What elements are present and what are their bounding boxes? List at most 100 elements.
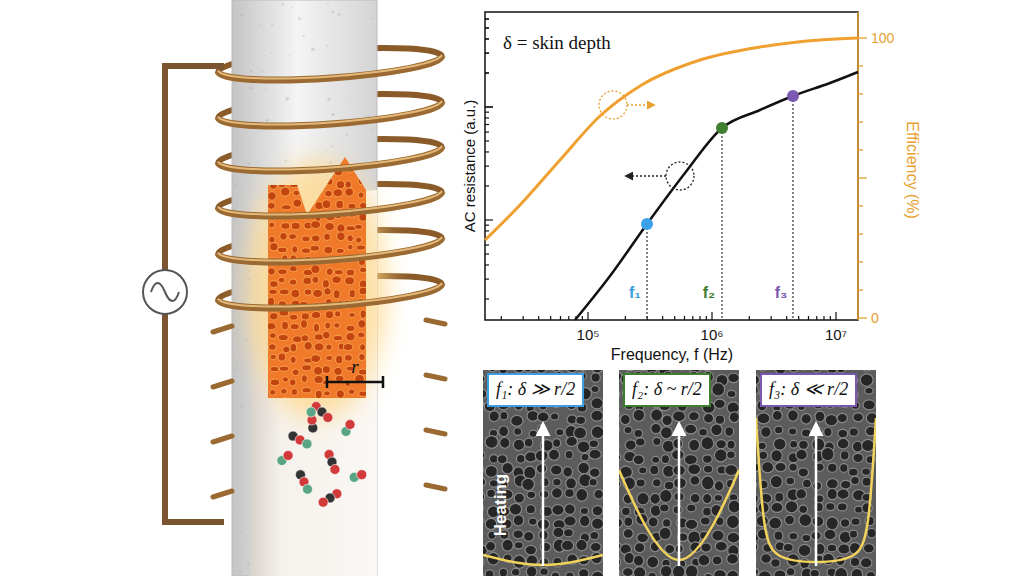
foam-pore — [346, 269, 354, 276]
foam-pore — [826, 503, 835, 511]
foam-pore — [796, 489, 807, 499]
foam-pore — [259, 292, 268, 297]
foam-pore — [634, 543, 645, 553]
foam-pore — [292, 157, 302, 166]
foam-pore — [619, 518, 623, 528]
foam-pore — [278, 247, 288, 252]
foam-pore — [823, 553, 835, 565]
foam-pore — [783, 543, 793, 551]
foam-pore — [556, 429, 564, 436]
foam-pore — [787, 410, 798, 421]
coil-turn — [218, 146, 443, 177]
foam-pore — [291, 388, 298, 395]
foam-pore — [651, 423, 661, 433]
foam-pore — [359, 353, 366, 360]
foam-pore — [728, 500, 739, 513]
foam-pore — [756, 494, 758, 504]
foam-pore — [270, 313, 278, 320]
foam-pore — [269, 289, 277, 294]
foam-pore — [313, 323, 319, 332]
foam-pore — [651, 409, 663, 421]
foam-pore — [355, 224, 363, 229]
foam-pore — [553, 478, 562, 486]
foam-pore — [483, 557, 484, 568]
foam-pore — [756, 437, 757, 449]
foam-pore — [591, 410, 603, 421]
foam-pore — [345, 277, 355, 285]
foam-pore — [590, 531, 599, 539]
foam-pore — [267, 146, 274, 153]
axis-pointer-circle — [666, 162, 694, 190]
foam-pore — [850, 557, 859, 566]
foam-pore — [359, 287, 367, 295]
tube-texture — [349, 99, 351, 101]
y-tick — [485, 72, 489, 73]
foam-pore — [798, 468, 808, 477]
frequency-condition: f₂: δ ~ r/2 — [632, 380, 702, 400]
efficiency-tick — [858, 177, 867, 178]
foam-pore — [278, 269, 287, 275]
foam-pore — [302, 178, 311, 185]
foam-pore — [514, 493, 524, 503]
foam-pore — [863, 400, 875, 410]
foam-pore — [725, 427, 734, 437]
gas-molecule — [288, 431, 312, 449]
foam-pore — [550, 413, 558, 420]
gas-molecule — [324, 450, 340, 475]
foam-pore — [635, 438, 645, 446]
foam-pore — [650, 493, 661, 504]
foam-pore — [796, 449, 807, 460]
foam-pore — [826, 479, 838, 489]
foam-pore — [813, 370, 821, 372]
frequency-marker: f₂ — [703, 285, 715, 301]
foam-pore — [336, 200, 344, 209]
foam-pore — [687, 504, 696, 512]
foam-pore — [483, 374, 485, 383]
foam-pore — [313, 157, 320, 165]
heating-arrow — [678, 424, 681, 566]
foam-pore — [346, 333, 355, 341]
foam-pore — [661, 455, 669, 464]
atom — [323, 412, 333, 422]
coil-stub — [426, 320, 445, 324]
ac-source — [143, 270, 187, 314]
tube-texture — [364, 180, 365, 181]
coil-turn — [218, 191, 443, 222]
foam-pore — [485, 436, 498, 449]
atom — [330, 464, 340, 474]
foam-pore — [271, 157, 279, 165]
foam-pore — [849, 428, 858, 437]
foam-pore — [335, 311, 341, 317]
foam-pore — [281, 398, 288, 407]
foam-pore — [592, 506, 603, 516]
foam-pore — [714, 570, 726, 576]
y-tick — [485, 18, 489, 19]
foam-pore — [624, 426, 632, 433]
foam-pore — [727, 451, 736, 459]
foam-pore — [259, 389, 267, 396]
chart — [485, 12, 867, 320]
foam-pore — [483, 516, 484, 524]
foam-pore — [801, 429, 811, 437]
foam-pore — [326, 355, 333, 360]
foam-pore — [536, 464, 546, 474]
coil-stub — [213, 381, 232, 387]
foam-pore — [849, 468, 859, 476]
tube-texture — [270, 52, 272, 54]
foam-pore — [810, 569, 819, 576]
hot-foam-pores — [255, 143, 367, 408]
foam-pore — [698, 554, 710, 565]
foam-pore — [540, 568, 549, 576]
foam-pore — [259, 366, 265, 375]
foam-pore — [624, 517, 633, 527]
foam-pore — [524, 438, 533, 447]
foam-pore — [619, 453, 621, 462]
foam-pore — [280, 147, 286, 152]
foam-pore — [756, 515, 768, 526]
foam-pore — [685, 565, 698, 576]
foam-pore — [345, 181, 351, 189]
foam-pore — [282, 205, 292, 210]
foam-pore — [798, 544, 811, 556]
foam-pore — [268, 192, 277, 200]
foam-pore — [840, 519, 849, 528]
